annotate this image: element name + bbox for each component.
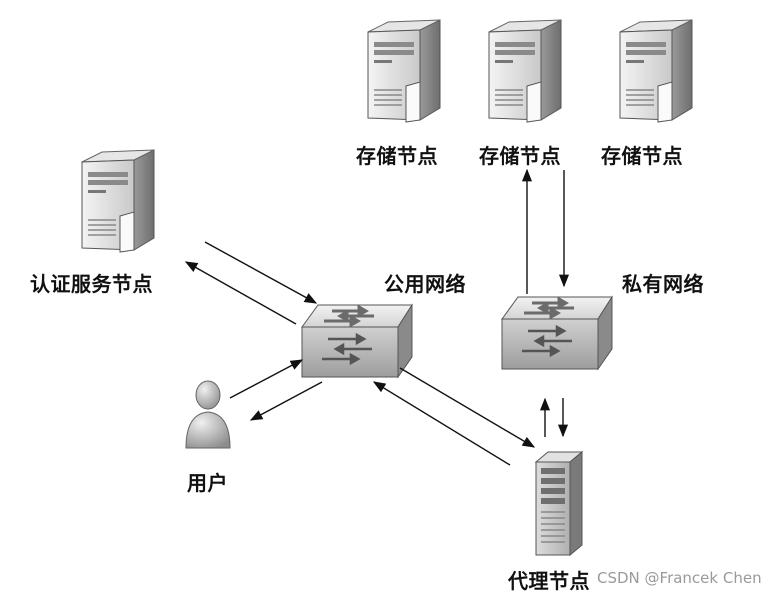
storage-node-3-label: 存储节点 bbox=[601, 144, 683, 168]
proxy-node-label: 代理节点 bbox=[508, 569, 590, 593]
proxy-node-rack-server-icon bbox=[534, 450, 584, 557]
user-person-icon bbox=[185, 380, 231, 449]
storage-node-2-label: 存储节点 bbox=[479, 144, 561, 168]
user-label: 用户 bbox=[187, 471, 228, 495]
public-network-label: 公用网络 bbox=[384, 272, 466, 296]
private-network-label: 私有网络 bbox=[622, 272, 704, 296]
storage-node-1-server-icon bbox=[367, 19, 441, 123]
arrow-public-to-proxy bbox=[399, 367, 536, 448]
arrow-user-to-public bbox=[229, 359, 304, 399]
public-network-switch-icon bbox=[300, 303, 414, 379]
storage-node-3-server-icon bbox=[619, 19, 693, 123]
auth-node-server-icon bbox=[81, 149, 155, 253]
watermark: CSDN @Francek Chen bbox=[597, 569, 762, 587]
auth-node-label: 认证服务节点 bbox=[30, 272, 153, 296]
storage-node-2-server-icon bbox=[488, 19, 562, 123]
storage-node-1-label: 存储节点 bbox=[356, 144, 438, 168]
arrow-auth-to-public bbox=[204, 241, 318, 304]
arrow-proxy-to-public bbox=[372, 381, 511, 466]
arrow-public-to-auth bbox=[184, 261, 297, 325]
arrow-public-to-user bbox=[249, 381, 323, 421]
private-network-switch-icon bbox=[500, 295, 614, 371]
